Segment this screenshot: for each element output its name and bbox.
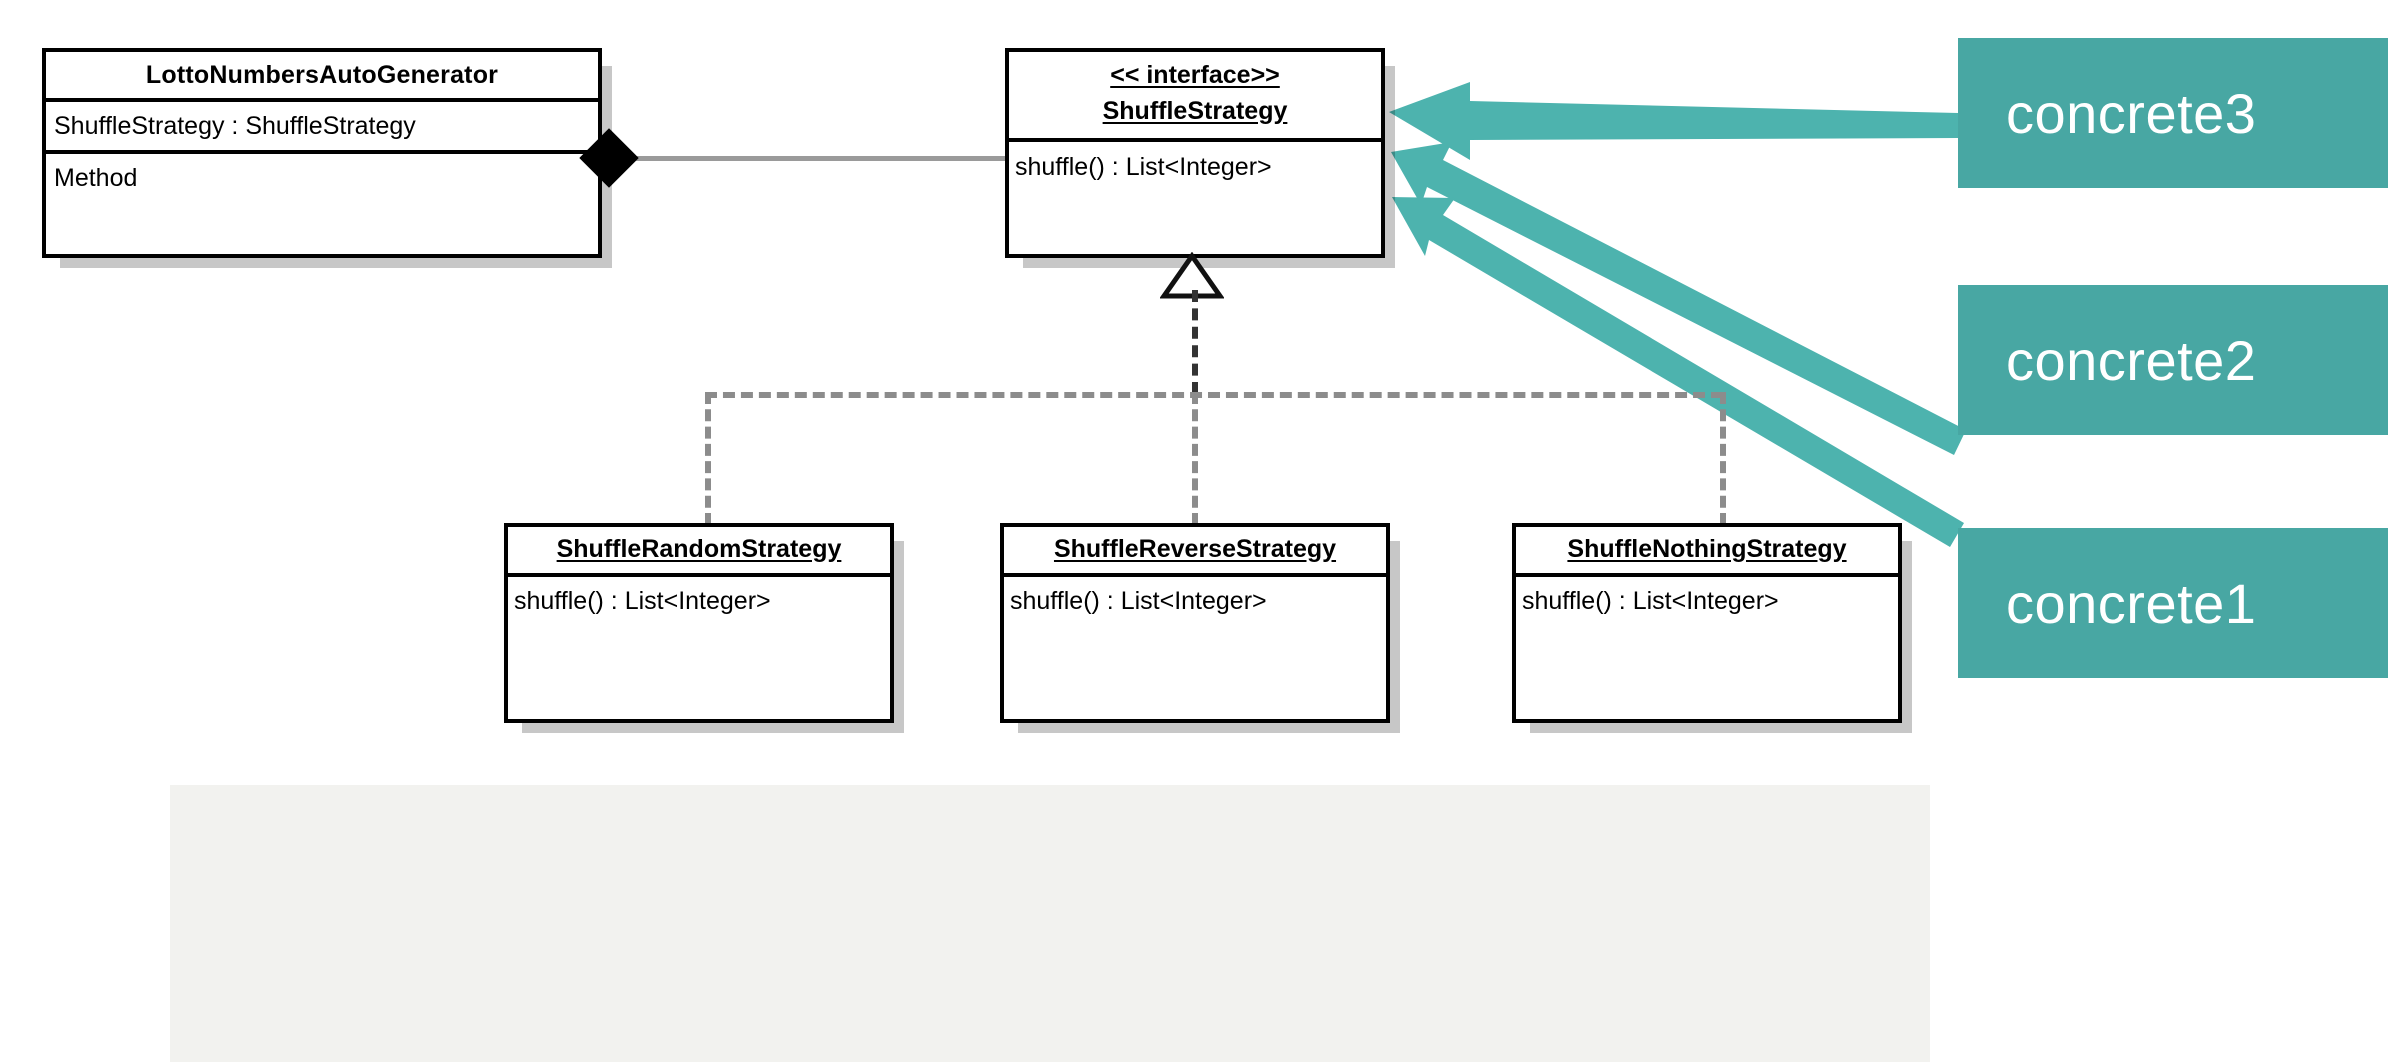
class-divider — [1009, 138, 1381, 142]
class-box-shuffle-nothing-strategy[interactable]: ShuffleNothingStrategy shuffle() : List<… — [1512, 523, 1902, 723]
class-method-row: Method — [54, 164, 138, 192]
interface-method-row: shuffle() : List<Integer> — [1015, 153, 1272, 181]
class-box-shuffle-random-strategy[interactable]: ShuffleRandomStrategy shuffle() : List<I… — [504, 523, 894, 723]
arrow-to-concrete1 — [1392, 197, 1964, 547]
class-divider — [46, 150, 598, 154]
class-divider — [46, 98, 598, 102]
class-method-row: shuffle() : List<Integer> — [1522, 587, 1779, 615]
class-title-reverse: ShuffleReverseStrategy — [1053, 535, 1337, 563]
interface-stereotype: << interface>> — [1110, 61, 1280, 89]
callout-label: concrete2 — [2006, 328, 2257, 392]
code-panel: numbers = shuffleStrategy.shuffle(number… — [170, 785, 1930, 1062]
callout-chip-concrete1[interactable]: concrete1 — [1958, 528, 2388, 678]
class-title-random: ShuffleRandomStrategy — [556, 535, 842, 563]
callout-chip-concrete3[interactable]: concrete3 — [1958, 38, 2388, 188]
class-title-generator: LottoNumbersAutoGenerator — [145, 61, 499, 89]
realization-drop-reverse — [1192, 392, 1198, 525]
class-attribute-row: ShuffleStrategy : ShuffleStrategy — [54, 112, 416, 140]
class-box-shuffle-reverse-strategy[interactable]: ShuffleReverseStrategy shuffle() : List<… — [1000, 523, 1390, 723]
class-box-lotto-numbers-auto-generator[interactable]: LottoNumbersAutoGenerator ShuffleStrateg… — [42, 48, 602, 258]
composition-line — [604, 156, 1008, 161]
class-method-row: shuffle() : List<Integer> — [1010, 587, 1267, 615]
class-divider — [508, 573, 890, 577]
class-title-nothing: ShuffleNothingStrategy — [1567, 535, 1847, 563]
arrow-to-concrete3 — [1389, 82, 1958, 160]
callout-label: concrete1 — [2006, 571, 2257, 635]
realization-drop-random — [705, 392, 711, 525]
class-divider — [1004, 573, 1386, 577]
interface-title: ShuffleStrategy — [1102, 97, 1288, 125]
class-method-row: shuffle() : List<Integer> — [514, 587, 771, 615]
class-divider — [1516, 573, 1898, 577]
callout-chip-concrete2[interactable]: concrete2 — [1958, 285, 2388, 435]
realization-drop-nothing — [1720, 392, 1726, 525]
callout-label: concrete3 — [2006, 81, 2257, 145]
realization-bus — [705, 392, 1723, 398]
arrow-to-concrete2 — [1391, 142, 1966, 455]
interface-box-shuffle-strategy[interactable]: << interface>> ShuffleStrategy shuffle()… — [1005, 48, 1385, 258]
realization-stem — [1192, 290, 1198, 394]
